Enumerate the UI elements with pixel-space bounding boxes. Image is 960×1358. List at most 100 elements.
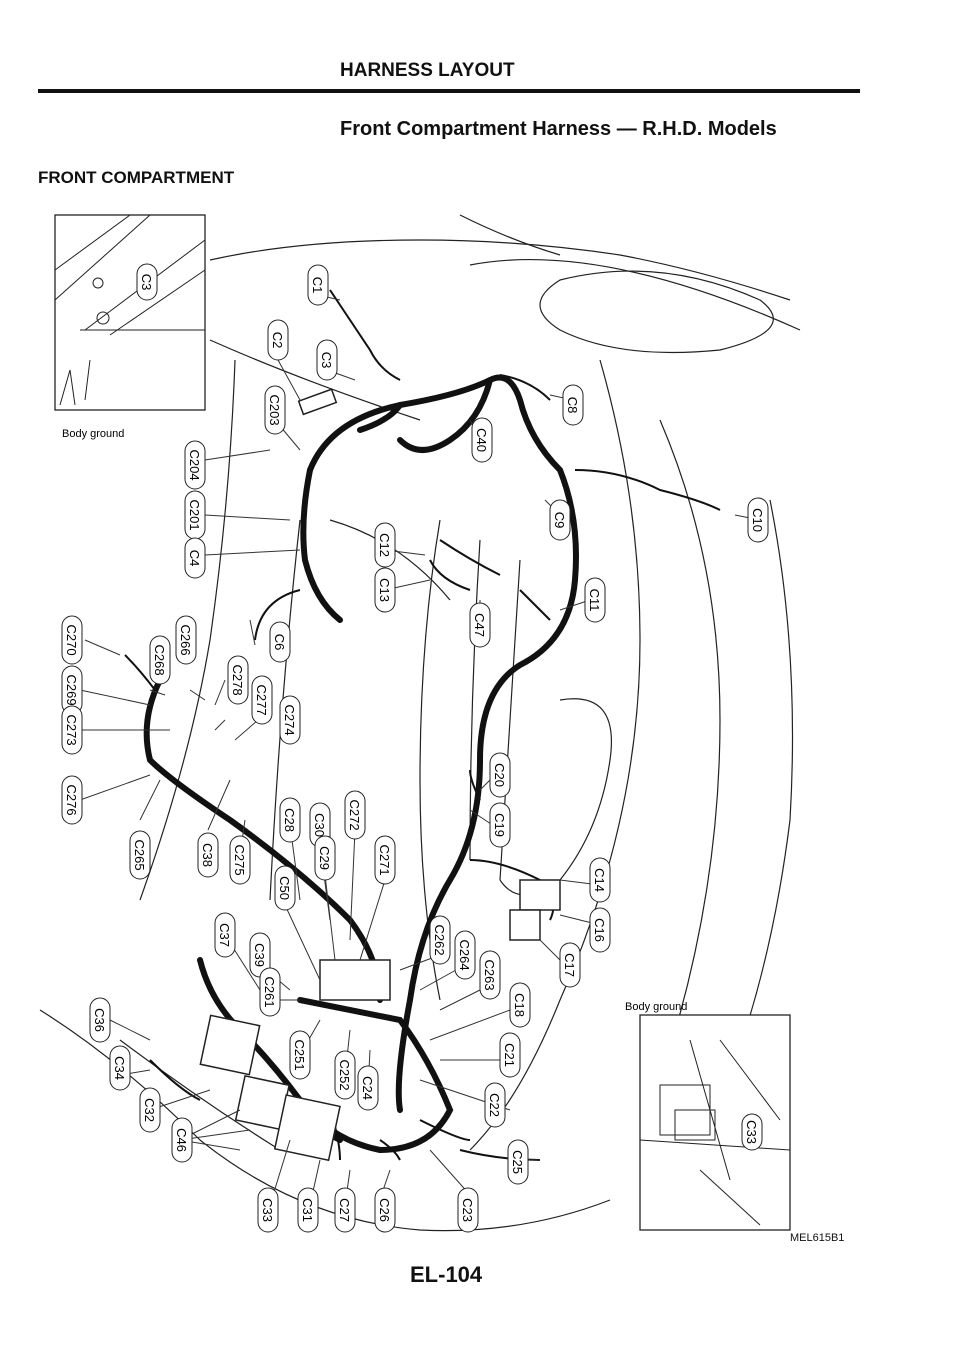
connector-block [509,909,541,941]
connector-c16: C16 [589,907,611,953]
inset-bottom-right: C33 Body ground [625,1001,791,1231]
connector-c275: C275 [229,835,251,885]
svg-text:C34: C34 [112,1056,127,1080]
connector-c6: C6 [269,621,291,663]
connector-c201: C201 [184,490,206,540]
connector-c32: C32 [139,1087,161,1133]
components [199,388,561,1162]
connector-c31: C31 [297,1187,319,1233]
connector-c27: C27 [334,1187,356,1233]
svg-text:C2: C2 [270,332,285,349]
connector-c37: C37 [214,912,236,958]
connector-c3: C3 [316,339,338,381]
connector-c22: C22 [484,1082,506,1128]
connector-c264: C264 [454,930,476,980]
svg-text:C262: C262 [432,924,447,955]
svg-text:C265: C265 [132,839,147,870]
svg-text:C30: C30 [312,813,327,837]
svg-text:C12: C12 [377,533,392,557]
svg-text:C29: C29 [317,846,332,870]
svg-text:C269: C269 [64,674,79,705]
svg-text:C20: C20 [492,763,507,787]
relay-box [199,1014,261,1076]
svg-text:C19: C19 [492,813,507,837]
svg-text:C203: C203 [267,394,282,425]
svg-text:C36: C36 [92,1008,107,1032]
svg-text:C275: C275 [232,844,247,875]
connector-c261: C261 [259,967,281,1017]
connector-label: C3 [136,263,158,301]
connector-c24: C24 [357,1065,379,1111]
connector-c251: C251 [289,1030,311,1080]
connector-c23: C23 [457,1187,479,1233]
connector-c4: C4 [184,537,206,579]
connector-c40: C40 [471,417,493,463]
svg-text:C39: C39 [252,943,267,967]
svg-text:C46: C46 [174,1128,189,1152]
inset-top-left: C3 Body ground [54,214,206,440]
svg-text:C274: C274 [282,704,297,735]
svg-text:C31: C31 [300,1198,315,1222]
page-title: HARNESS LAYOUT [340,60,515,81]
connector-c263: C263 [479,950,501,1000]
connector-c18: C18 [509,982,531,1028]
svg-text:C272: C272 [347,799,362,830]
connector-c268: C268 [149,635,171,685]
svg-text:C21: C21 [502,1043,517,1067]
connector-c277: C277 [251,675,273,725]
svg-text:C251: C251 [292,1039,307,1070]
svg-text:C6: C6 [272,634,287,651]
connector-c10: C10 [747,497,769,543]
connector-label: C33 [741,1113,763,1151]
connector-c33: C33 [257,1187,279,1233]
svg-text:C268: C268 [152,644,167,675]
connector-c46: C46 [171,1117,193,1163]
connector-c278: C278 [227,655,249,705]
svg-text:C16: C16 [592,918,607,942]
svg-text:C28: C28 [282,808,297,832]
connector-c50: C50 [274,865,296,911]
connector-c28: C28 [279,797,301,843]
connector-c2: C2 [267,319,289,361]
svg-text:C204: C204 [187,449,202,480]
svg-text:C32: C32 [142,1098,157,1122]
svg-text:C9: C9 [552,512,567,529]
svg-text:C276: C276 [64,784,79,815]
connector-c25: C25 [507,1139,529,1185]
svg-text:C33: C33 [744,1120,759,1144]
connector-c274: C274 [279,695,301,745]
connector-c8: C8 [562,384,584,426]
figure-code: MEL615B1 [790,1232,845,1244]
svg-text:C40: C40 [474,428,489,452]
connector-labels: C1 C2 C3 C203 C204 C201 C4 C8 C40 C9 C10… [61,264,769,1233]
svg-text:C278: C278 [230,664,245,695]
svg-text:C25: C25 [510,1150,525,1174]
svg-text:C27: C27 [337,1198,352,1222]
svg-text:C17: C17 [562,953,577,977]
svg-text:C23: C23 [460,1198,475,1222]
connector-c204: C204 [184,440,206,490]
connector-c9: C9 [549,499,571,541]
connector-c252: C252 [334,1050,356,1100]
connector-c38: C38 [197,832,219,878]
svg-text:C8: C8 [565,397,580,414]
svg-text:C270: C270 [64,624,79,655]
connector-block [519,879,561,911]
connector-c1: C1 [307,264,329,306]
page-number: EL-104 [410,1262,483,1287]
connector-c11: C11 [584,577,606,623]
connector-c276: C276 [61,775,83,825]
junction-block [319,959,391,1001]
inset-label: Body ground [62,428,124,440]
svg-text:C14: C14 [592,868,607,892]
svg-text:C3: C3 [319,352,334,369]
svg-text:C3: C3 [139,274,154,291]
svg-text:C26: C26 [377,1198,392,1222]
svg-text:C264: C264 [457,939,472,970]
svg-text:C50: C50 [277,876,292,900]
svg-text:C33: C33 [260,1198,275,1222]
svg-text:C13: C13 [377,578,392,602]
connector-c266: C266 [175,615,197,665]
svg-text:C1: C1 [310,277,325,294]
